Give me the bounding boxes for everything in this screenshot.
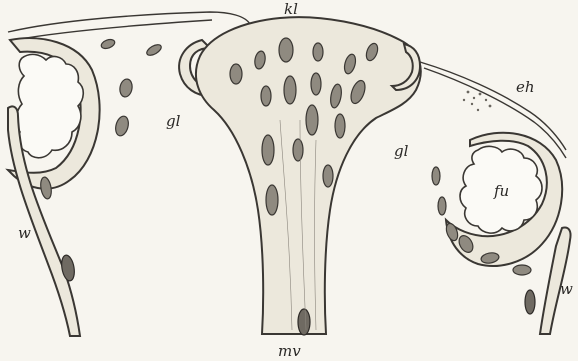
label-gl-right: gl bbox=[394, 142, 409, 160]
nucleus bbox=[119, 78, 134, 98]
nucleus bbox=[311, 73, 321, 95]
nucleus bbox=[230, 64, 242, 84]
nucleus bbox=[438, 197, 446, 215]
nucleus bbox=[293, 139, 303, 161]
nucleus bbox=[432, 167, 440, 185]
nucleus bbox=[100, 38, 116, 50]
label-mv: mv bbox=[278, 342, 301, 360]
left-upper-band bbox=[8, 12, 250, 32]
nucleus bbox=[306, 105, 318, 135]
label-kl: kl bbox=[284, 0, 298, 18]
nucleus bbox=[313, 43, 323, 61]
label-w-right: w bbox=[560, 280, 573, 298]
nucleus bbox=[323, 165, 333, 187]
label-w-left: w bbox=[18, 224, 31, 242]
central-stalk bbox=[196, 17, 421, 334]
label-fu: fu bbox=[493, 182, 509, 200]
nucleus bbox=[335, 114, 345, 138]
label-gl-left: gl bbox=[166, 112, 181, 130]
nucleus bbox=[266, 185, 278, 215]
right-stippling bbox=[463, 91, 492, 112]
nucleus bbox=[298, 309, 310, 335]
nucleus bbox=[261, 86, 271, 106]
nucleus bbox=[513, 265, 531, 275]
nucleus bbox=[145, 43, 163, 58]
nucleus bbox=[262, 135, 274, 165]
nucleus bbox=[525, 290, 535, 314]
nucleus bbox=[284, 76, 296, 104]
nucleus bbox=[279, 38, 293, 62]
left-follicle-cavity bbox=[16, 54, 83, 157]
nucleus bbox=[114, 115, 131, 137]
label-eh: eh bbox=[516, 78, 535, 96]
